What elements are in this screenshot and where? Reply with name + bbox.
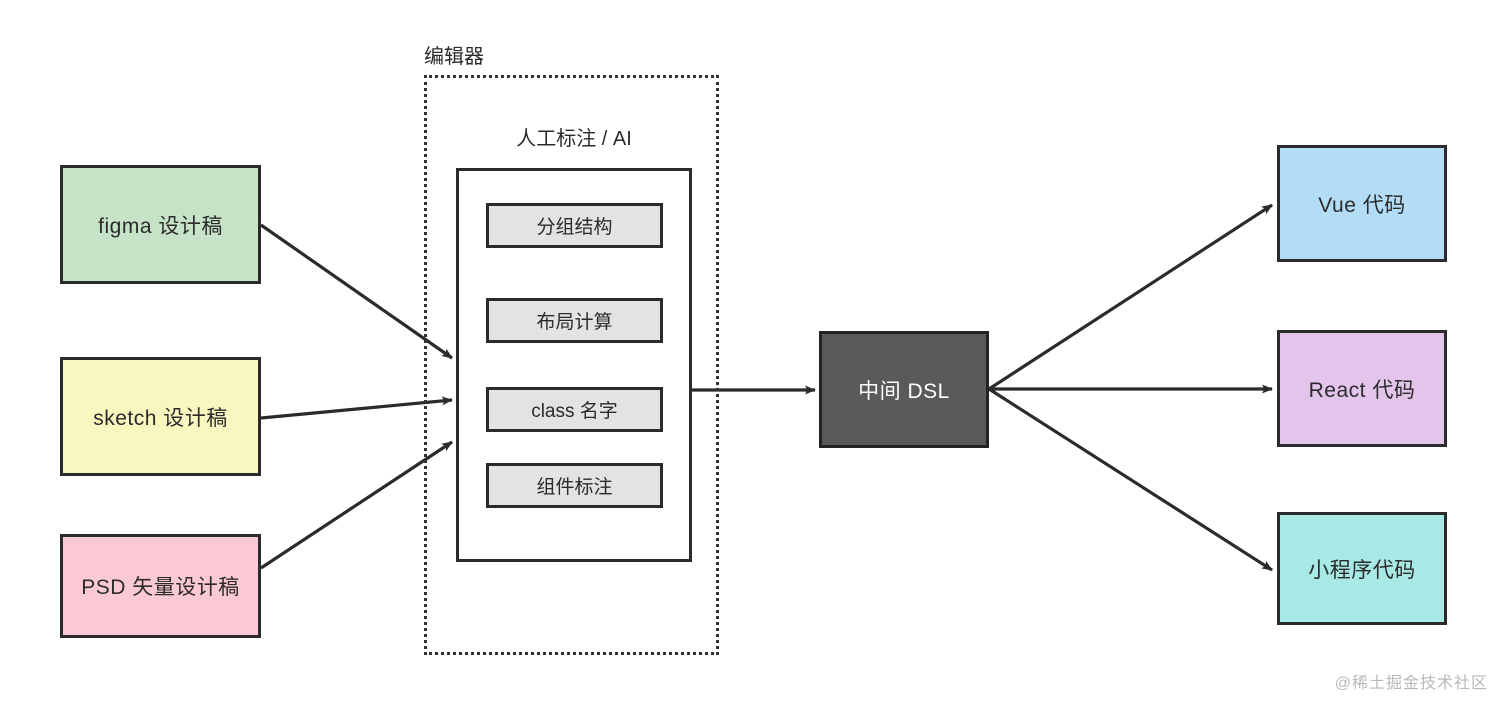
source-node-label: PSD 矢量设计稿 (81, 576, 240, 599)
output-node-label: Vue 代码 (1318, 193, 1406, 217)
dsl-node-label: 中间 DSL (858, 379, 950, 403)
panel-item-grouping[interactable]: 分组结构 (486, 203, 663, 248)
panel-item-classname[interactable]: class 名字 (486, 387, 663, 432)
watermark: @稀土掘金技术社区 (1334, 675, 1488, 692)
panel-item-label: class 名字 (531, 401, 618, 422)
output-node-react[interactable]: React 代码 (1277, 330, 1447, 447)
edge-dsl-to-vue (988, 203, 1273, 391)
editor-frame (424, 75, 719, 655)
panel-item-label: 分组结构 (536, 217, 613, 238)
source-node-sketch[interactable]: sketch 设计稿 (60, 357, 261, 476)
source-node-figma[interactable]: figma 设计稿 (60, 165, 261, 284)
source-node-label: figma 设计稿 (98, 214, 223, 238)
panel-item-layout[interactable]: 布局计算 (486, 298, 663, 343)
output-node-label: React 代码 (1308, 378, 1416, 402)
output-node-vue[interactable]: Vue 代码 (1277, 145, 1447, 262)
panel-item-label: 布局计算 (536, 312, 613, 333)
output-node-label: 小程序代码 (1308, 558, 1416, 582)
editor-label: 编辑器 (424, 46, 484, 68)
panel-item-label: 组件标注 (536, 477, 613, 498)
dsl-node[interactable]: 中间 DSL (819, 331, 989, 448)
output-node-miniapp[interactable]: 小程序代码 (1277, 512, 1447, 625)
source-node-psd[interactable]: PSD 矢量设计稿 (60, 534, 261, 638)
panel-item-component-annotation[interactable]: 组件标注 (486, 463, 663, 508)
annotation-panel-title: 人工标注 / AI (516, 128, 632, 150)
edge-dsl-to-miniapp (988, 387, 1273, 572)
source-node-label: sketch 设计稿 (93, 406, 228, 430)
